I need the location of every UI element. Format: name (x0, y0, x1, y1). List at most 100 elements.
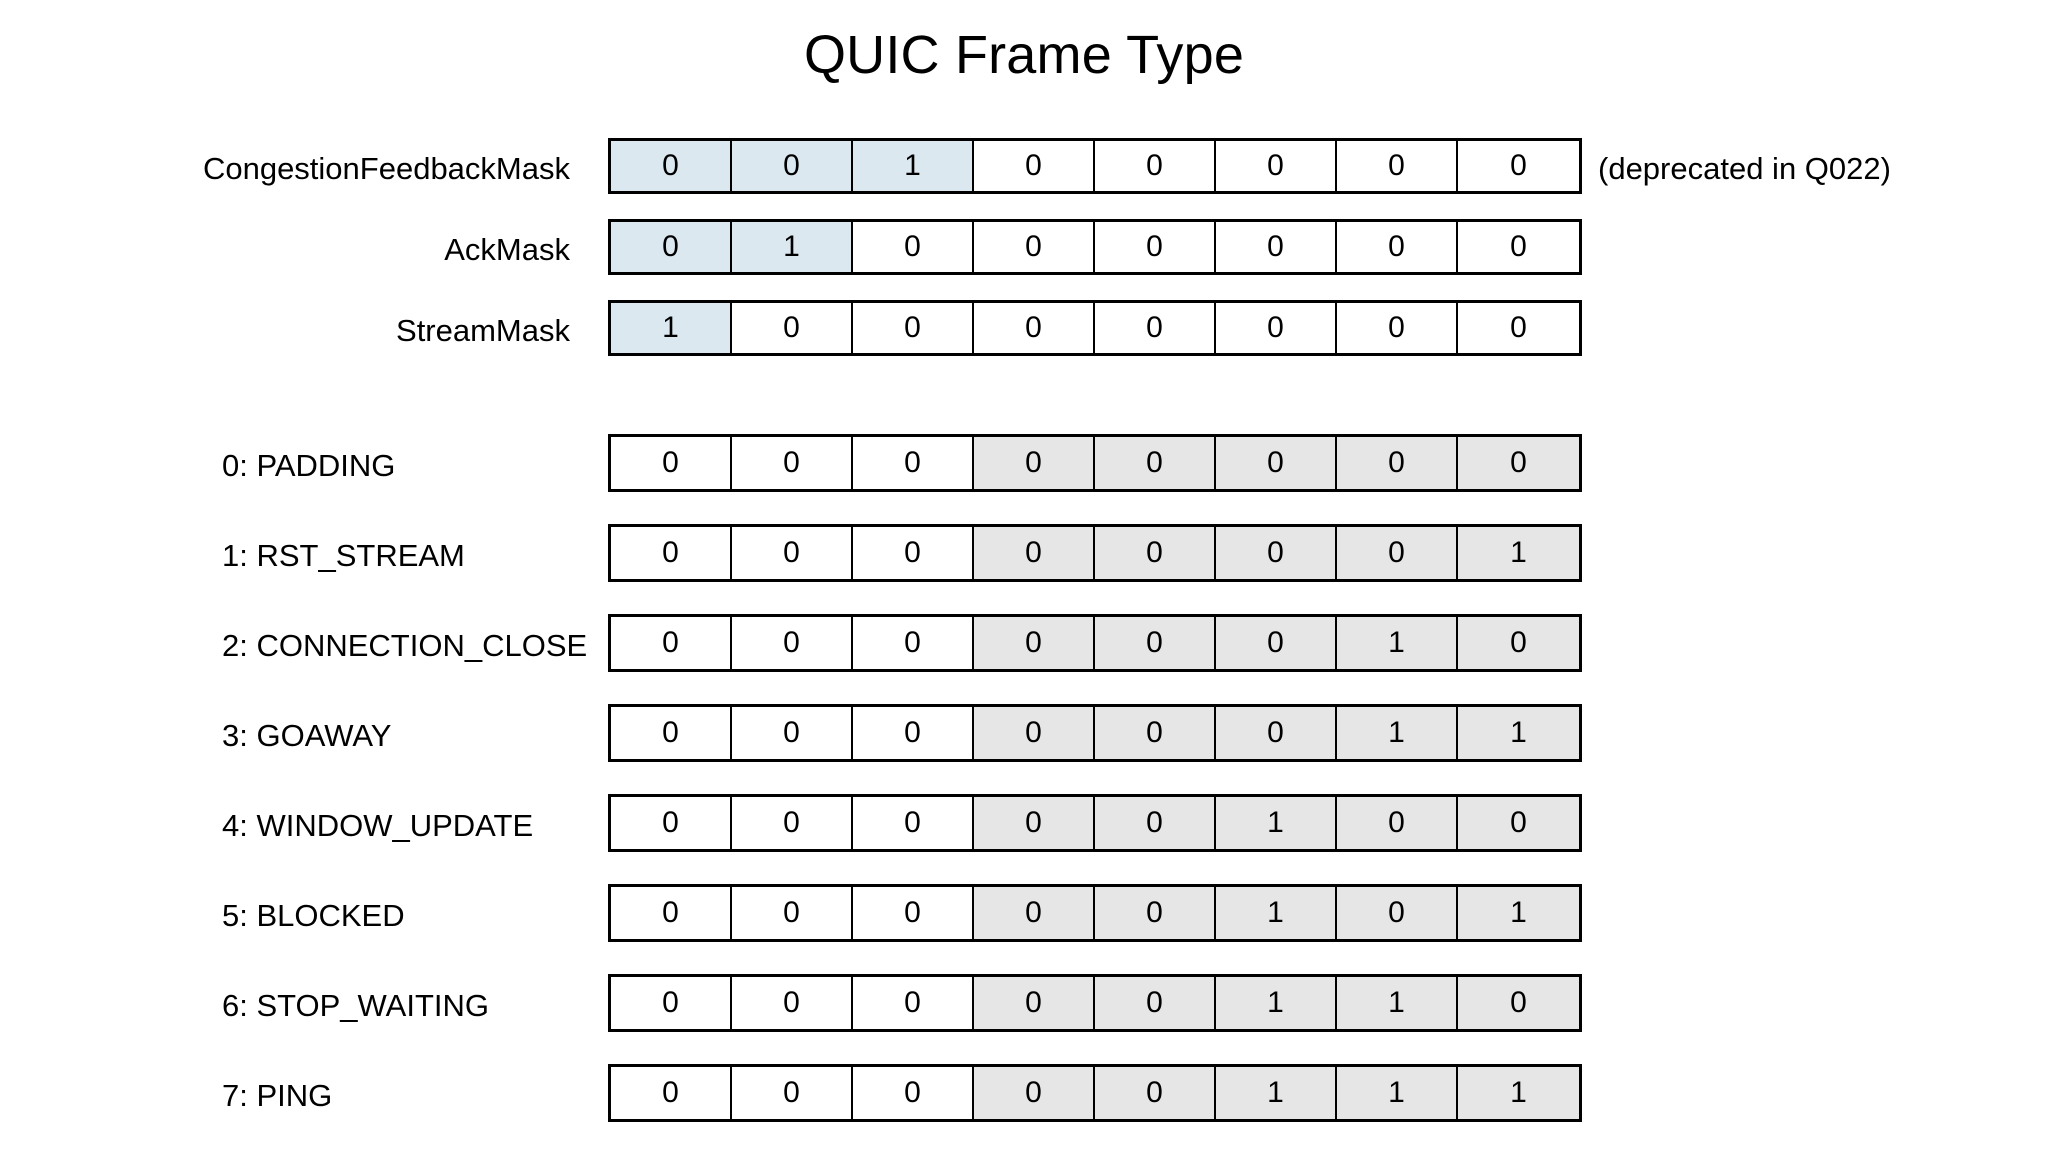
bit-cell: 0 (853, 617, 974, 669)
bit-cell: 0 (732, 141, 853, 191)
bit-cell: 0 (853, 437, 974, 489)
bit-cell: 0 (974, 303, 1095, 353)
bit-cell: 0 (974, 797, 1095, 849)
bit-cell: 0 (611, 797, 732, 849)
bit-cell: 0 (1095, 303, 1216, 353)
bit-cell: 0 (853, 303, 974, 353)
bit-cell: 0 (853, 222, 974, 272)
bit-cell: 0 (974, 141, 1095, 191)
bit-cell: 0 (611, 222, 732, 272)
bit-cell: 1 (1337, 617, 1458, 669)
bit-cell: 0 (1337, 141, 1458, 191)
bit-cell: 0 (732, 527, 853, 579)
bit-cell: 0 (732, 617, 853, 669)
bit-cell: 1 (1216, 887, 1337, 939)
deprecation-note: (deprecated in Q022) (1598, 150, 1891, 186)
bit-cell: 0 (974, 1067, 1095, 1119)
bit-cell: 1 (1216, 797, 1337, 849)
bit-cell: 0 (1458, 141, 1579, 191)
bit-cell: 0 (1458, 797, 1579, 849)
bit-cell: 0 (1337, 222, 1458, 272)
bit-cell: 0 (853, 707, 974, 759)
bit-cell: 1 (1216, 977, 1337, 1029)
bit-cell: 0 (853, 527, 974, 579)
bit-cell: 0 (1095, 141, 1216, 191)
bit-cell: 0 (1216, 527, 1337, 579)
bit-cell: 0 (1095, 437, 1216, 489)
frame-type-label: 7: PING (222, 1077, 333, 1113)
bit-cell: 0 (732, 887, 853, 939)
bit-cell: 0 (1458, 617, 1579, 669)
bit-cell: 0 (611, 1067, 732, 1119)
bit-cell: 1 (1337, 1067, 1458, 1119)
bit-cell: 0 (1337, 887, 1458, 939)
bit-cell: 0 (1095, 617, 1216, 669)
page-title: QUIC Frame Type (803, 25, 1245, 85)
bit-cell: 0 (1458, 303, 1579, 353)
bit-cell: 0 (974, 707, 1095, 759)
bit-cell: 0 (1095, 797, 1216, 849)
bit-cell: 1 (1458, 527, 1579, 579)
frame-type-label: 0: PADDING (222, 447, 396, 483)
bit-cell: 0 (853, 887, 974, 939)
bit-cell: 0 (1216, 617, 1337, 669)
bit-cell: 0 (974, 977, 1095, 1029)
bit-cell: 0 (1458, 437, 1579, 489)
bit-cell: 0 (611, 707, 732, 759)
bit-cell: 1 (1337, 707, 1458, 759)
bit-cell: 0 (974, 887, 1095, 939)
bit-cell: 0 (1337, 437, 1458, 489)
mask-row-label: StreamMask (396, 312, 570, 348)
bit-cell: 0 (974, 527, 1095, 579)
bit-cell: 0 (1095, 707, 1216, 759)
bit-cell: 0 (1216, 437, 1337, 489)
bit-cell: 0 (732, 437, 853, 489)
bit-cell: 0 (611, 617, 732, 669)
bit-cell: 0 (1337, 797, 1458, 849)
bit-cell: 1 (1216, 1067, 1337, 1119)
bit-cell: 1 (611, 303, 732, 353)
frame-type-label: 1: RST_STREAM (222, 537, 465, 573)
bit-cell: 1 (1458, 887, 1579, 939)
bit-cell: 0 (1216, 141, 1337, 191)
mask-row-label: AckMask (444, 231, 570, 267)
bit-cell: 0 (1095, 527, 1216, 579)
bit-cell: 0 (1095, 977, 1216, 1029)
bit-cell: 0 (732, 797, 853, 849)
bit-cell: 0 (1216, 303, 1337, 353)
bit-cell: 0 (732, 707, 853, 759)
bit-cell: 0 (1216, 707, 1337, 759)
bit-cell: 0 (1458, 977, 1579, 1029)
bit-cell: 0 (611, 141, 732, 191)
bit-cell: 0 (611, 977, 732, 1029)
bit-cell: 0 (732, 977, 853, 1029)
bit-cell: 0 (611, 887, 732, 939)
frame-type-label: 6: STOP_WAITING (222, 987, 489, 1023)
frame-type-label: 2: CONNECTION_CLOSE (222, 627, 588, 663)
bit-cell: 0 (732, 303, 853, 353)
bit-cell: 0 (1337, 303, 1458, 353)
bit-cell: 0 (611, 527, 732, 579)
bit-cell: 0 (974, 222, 1095, 272)
bit-cell: 1 (853, 141, 974, 191)
bit-cell: 0 (611, 437, 732, 489)
bit-cell: 0 (1337, 527, 1458, 579)
bit-cell: 1 (732, 222, 853, 272)
bit-cell: 0 (1095, 887, 1216, 939)
bit-cell: 0 (853, 1067, 974, 1119)
bit-cell: 0 (853, 977, 974, 1029)
frame-type-label: 5: BLOCKED (222, 897, 405, 933)
bit-cell: 1 (1337, 977, 1458, 1029)
bit-cell: 0 (974, 617, 1095, 669)
bit-cell: 0 (732, 1067, 853, 1119)
